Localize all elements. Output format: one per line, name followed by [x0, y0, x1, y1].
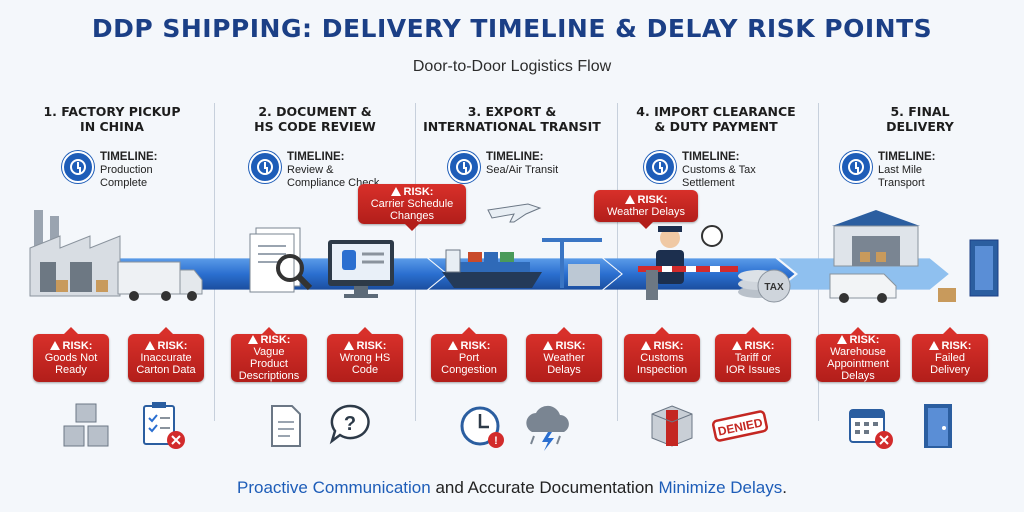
- factory-truck-illustration: [29, 210, 203, 301]
- warning-icon: [49, 341, 60, 350]
- warning-icon: [144, 341, 155, 350]
- warning-icon: [447, 341, 458, 350]
- boxes-icon: [63, 403, 109, 447]
- stage-1: 1. FACTORY PICKUP IN CHINA TIMELINE:Prod…: [10, 104, 214, 189]
- timeline-label: TIMELINE:: [100, 151, 158, 163]
- tax-label: TAX: [764, 282, 784, 293]
- storm-cloud-icon: [526, 405, 569, 451]
- risk-callout: RISK:Port Congestion: [431, 327, 507, 382]
- timeline-text: Review & Compliance Check: [287, 164, 380, 189]
- risk-callout: RISK:Customs Inspection: [624, 327, 700, 382]
- document-icon: [271, 405, 301, 447]
- warning-icon: [542, 341, 553, 350]
- question-bubble-icon: ?: [329, 404, 370, 445]
- stage-title: 4. IMPORT CLEARANCE & DUTY PAYMENT: [636, 104, 796, 134]
- footer-tagline: Proactive Communication and Accurate Doc…: [237, 478, 787, 497]
- warning-icon: [390, 187, 401, 196]
- svg-text:?: ?: [344, 413, 356, 435]
- timeline: TIMELINE:Sea/Air Transit: [410, 147, 614, 187]
- timeline-label: TIMELINE:: [486, 151, 544, 163]
- timeline: TIMELINE:Customs & Tax Settlement: [614, 147, 818, 189]
- stage-2: 2. DOCUMENT & HS CODE REVIEW TIMELINE:Re…: [213, 104, 417, 189]
- risk-callout: RISK: Weather Delays: [594, 190, 698, 229]
- timeline-text: Last Mile Transport: [878, 164, 925, 189]
- denied-stamp-icon: DENIED: [711, 410, 769, 442]
- timeline: TIMELINE:Last Mile Transport: [818, 147, 1022, 189]
- timeline-text: Sea/Air Transit: [486, 164, 559, 176]
- stage-title: 5. FINAL DELIVERY: [886, 104, 954, 134]
- warning-icon: [624, 195, 635, 204]
- warning-icon: [731, 341, 742, 350]
- timeline-text: Production Complete: [100, 164, 153, 189]
- stage-5: 5. FINAL DELIVERY TIMELINE:Last Mile Tra…: [818, 104, 1022, 189]
- clock-icon: [644, 151, 676, 183]
- checklist-error-icon: [143, 402, 185, 449]
- clock-alert-icon: !: [460, 406, 504, 448]
- customs-officer-illustration: TAX: [638, 225, 791, 303]
- risk-callout: RISK:Inaccurate Carton Data: [128, 327, 204, 382]
- clock-icon: [840, 151, 872, 183]
- ship-plane-illustration: [442, 203, 602, 288]
- risk-callout: RISK:Goods Not Ready: [33, 327, 109, 382]
- stage-title: 2. DOCUMENT & HS CODE REVIEW: [254, 104, 376, 134]
- warning-icon: [928, 341, 939, 350]
- page-subtitle: Door-to-Door Logistics Flow: [412, 58, 612, 75]
- risk-callout: RISK:Failed Delivery: [912, 327, 988, 382]
- stage-title: 1. FACTORY PICKUP IN CHINA: [43, 104, 181, 134]
- stage-3: 3. EXPORT & INTERNATIONAL TRANSIT TIMELI…: [410, 104, 614, 187]
- timeline: TIMELINE:Production Complete: [10, 147, 214, 189]
- svg-text:!: !: [494, 435, 498, 447]
- warning-icon: [343, 341, 354, 350]
- warning-icon: [836, 335, 847, 344]
- clock-icon: [448, 151, 480, 183]
- stage-4: 4. IMPORT CLEARANCE & DUTY PAYMENT TIMEL…: [614, 104, 818, 189]
- timeline-label: TIMELINE:: [682, 151, 740, 163]
- documents-monitor-illustration: [249, 227, 394, 298]
- warehouse-van-illustration: [829, 210, 999, 303]
- risk-callout: RISK:Warehouse Appointment Delays: [816, 327, 900, 382]
- risk-callout: RISK: Carrier Schedule Changes: [358, 184, 466, 231]
- clock-icon: [249, 151, 281, 183]
- timeline-label: TIMELINE:: [287, 151, 345, 163]
- page-title: DDP SHIPPING: DELIVERY TIMELINE & DELAY …: [91, 14, 933, 43]
- risk-callout: RISK:Wrong HS Code: [327, 327, 403, 382]
- calendar-error-icon: [849, 409, 893, 449]
- risk-callout: RISK:Vague Product Descriptions: [231, 327, 307, 382]
- clock-icon: [62, 151, 94, 183]
- timeline: TIMELINE:Review & Compliance Check: [213, 147, 417, 189]
- stage-title: 3. EXPORT & INTERNATIONAL TRANSIT: [423, 104, 601, 134]
- warning-icon: [247, 335, 258, 344]
- door-icon: [924, 404, 952, 448]
- timeline-label: TIMELINE:: [878, 151, 936, 163]
- warning-icon: [640, 341, 651, 350]
- timeline-text: Customs & Tax Settlement: [682, 164, 756, 189]
- risk-callout: RISK:Tariff or IOR Issues: [715, 327, 791, 382]
- risk-callout: RISK:Weather Delays: [526, 327, 602, 382]
- damaged-box-icon: [651, 405, 693, 447]
